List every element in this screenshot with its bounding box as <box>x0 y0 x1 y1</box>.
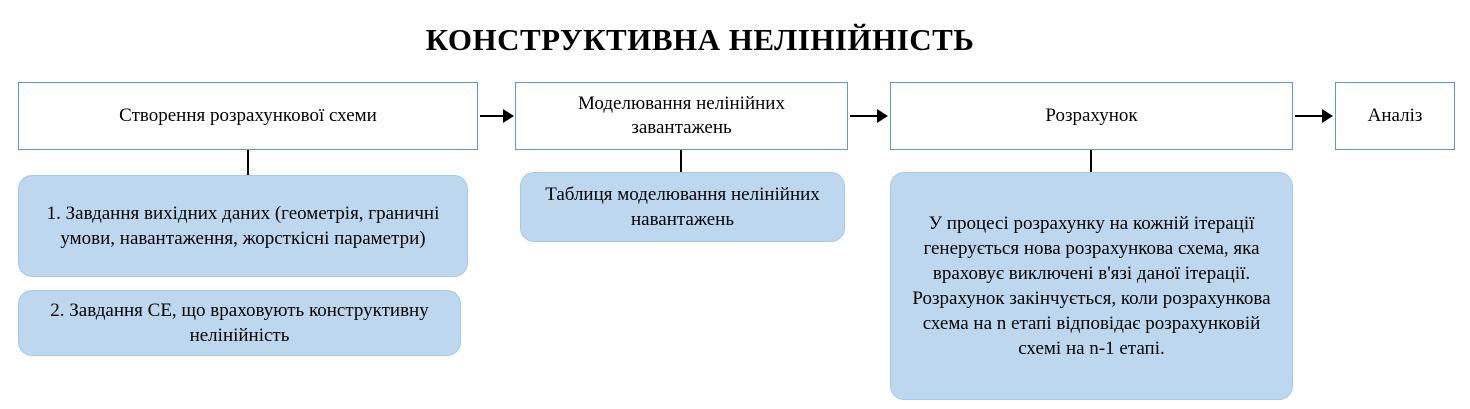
sub-box-text: У процесі розрахунку на кожній ітерації … <box>912 212 1271 360</box>
flow-step-model-loads: Моделювання нелінійних завантажень <box>515 82 848 150</box>
sub-box-fe-definition: 2. Завдання СЕ, що враховують конструкти… <box>18 290 461 356</box>
sub-box-text: 1. Завдання вихідних даних (геометрія, г… <box>46 202 440 249</box>
flow-step-analysis: Аналіз <box>1335 82 1455 150</box>
sub-box-load-table: Таблиця моделювання нелінійних навантаже… <box>520 172 845 242</box>
flow-step-create-scheme: Створення розрахункової схеми <box>18 82 478 150</box>
connector-line <box>247 150 249 175</box>
sub-box-calculation-process: У процесі розрахунку на кожній ітерації … <box>890 172 1293 400</box>
sub-box-text: Таблиця моделювання нелінійних навантаже… <box>545 183 820 230</box>
flow-step-label: Моделювання нелінійних завантажень <box>578 93 785 138</box>
arrow-right-icon <box>850 109 888 123</box>
flow-step-label: Аналіз <box>1367 105 1423 127</box>
arrow-right-icon <box>1295 109 1333 123</box>
flow-step-label: Розрахунок <box>1045 105 1138 127</box>
sub-box-input-data: 1. Завдання вихідних даних (геометрія, г… <box>18 175 468 277</box>
connector-line <box>680 150 682 172</box>
flow-step-label: Створення розрахункової схеми <box>119 105 377 127</box>
connector-line <box>1090 150 1092 172</box>
flow-step-calculation: Розрахунок <box>890 82 1293 150</box>
sub-box-text: 2. Завдання СЕ, що враховують конструкти… <box>50 299 429 346</box>
diagram-title: КОНСТРУКТИВНА НЕЛІНІЙНІСТЬ <box>425 22 975 57</box>
arrow-right-icon <box>480 109 514 123</box>
